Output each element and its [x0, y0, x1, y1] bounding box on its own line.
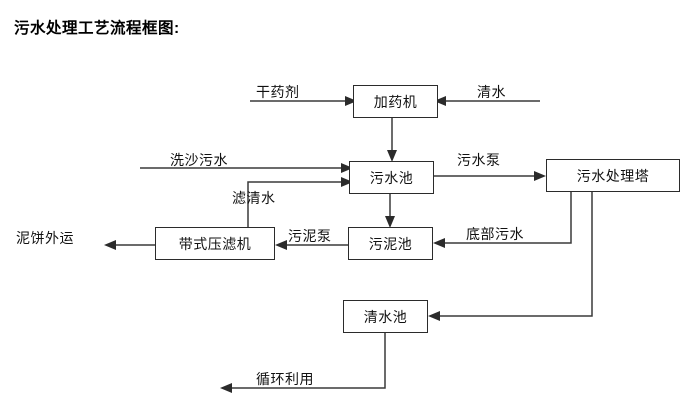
node-wastewater-pool[interactable]: 污水池 [349, 161, 434, 194]
edge-dosing-to-wastewater-pool [387, 118, 397, 162]
edge-filter-press-to-mud-cake [104, 240, 155, 250]
edge-label-sludge-pump: 污泥泵 [288, 228, 332, 244]
edge-label-bottom-sewage: 底部污水 [466, 226, 524, 242]
node-label: 带式压滤机 [178, 235, 252, 252]
edge-label-dry-chemical: 干药剂 [256, 84, 300, 100]
page-title: 污水处理工艺流程框图: [14, 20, 180, 37]
node-label: 污水处理塔 [576, 167, 650, 184]
node-belt-filter-press[interactable]: 带式压滤机 [155, 227, 275, 260]
node-label: 污水池 [369, 169, 414, 186]
edge-wastewater-pool-to-sludge [385, 194, 395, 228]
node-dosing-machine[interactable]: 加药机 [353, 85, 438, 118]
edge-label-wastewater-pump: 污水泵 [457, 152, 501, 168]
edge-wastewater-pool-to-tower [434, 171, 546, 181]
node-sludge-pool[interactable]: 污泥池 [348, 227, 433, 260]
terminal-label-mud-cake-transport: 泥饼外运 [16, 230, 74, 246]
node-label: 加药机 [373, 93, 418, 110]
node-label: 清水池 [363, 308, 408, 325]
edge-label-clean-water-inlet: 清水 [477, 84, 506, 100]
node-clean-water-pool[interactable]: 清水池 [343, 300, 428, 333]
edge-label-recycle-reuse: 循环利用 [256, 371, 314, 387]
edge-tower-to-clean-water-pool [428, 192, 593, 321]
node-label: 污泥池 [368, 235, 413, 252]
node-treatment-tower[interactable]: 污水处理塔 [546, 159, 680, 192]
edge-label-sand-wash-wastewater: 洗沙污水 [170, 152, 228, 168]
edge-label-filtered-clear-water: 滤清水 [232, 190, 276, 206]
